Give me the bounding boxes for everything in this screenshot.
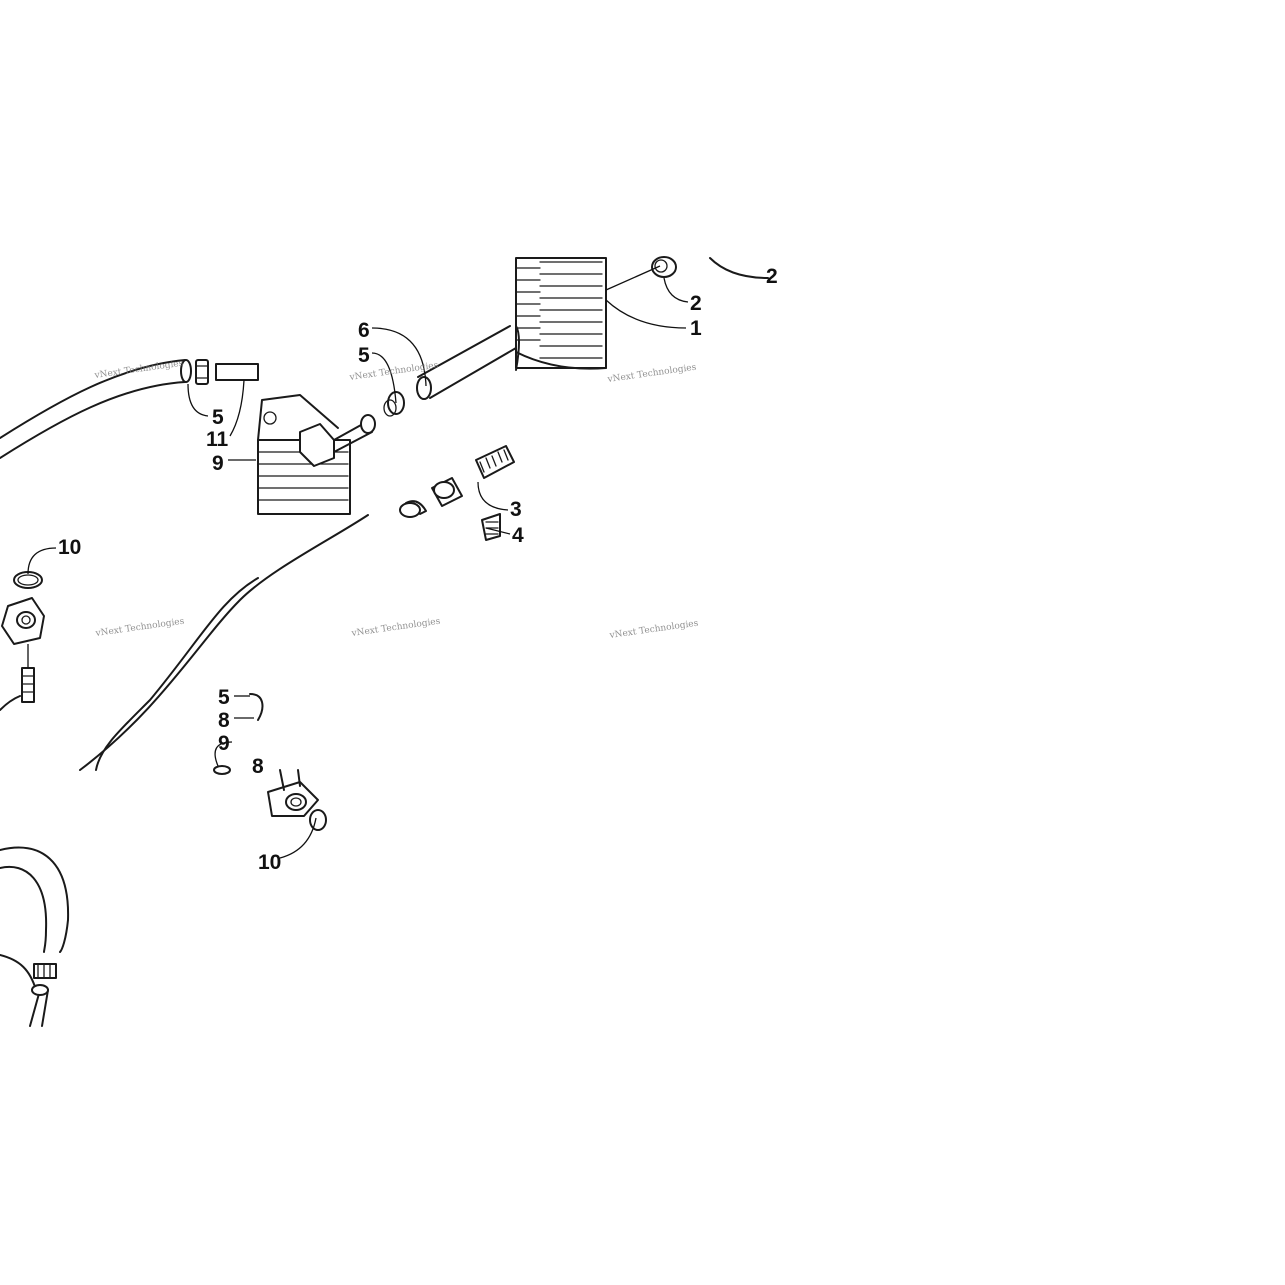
callout-10-lower: 10	[258, 851, 281, 874]
fittings-group	[399, 445, 515, 541]
oil-cooler-upper	[515, 257, 607, 370]
hose-clamp-center	[383, 391, 405, 417]
watermark-4: vNext Technologies	[94, 617, 185, 640]
callout-4: 4	[512, 524, 524, 547]
callout-1: 1	[690, 317, 702, 340]
callout-labels: 2 2 1 6 5 5 11 9 3 4 10 5 8 9 8 10	[58, 265, 778, 874]
callout-2-edge: 2	[766, 265, 778, 288]
flange-lower	[213, 693, 327, 831]
callout-8-lower: 8	[252, 755, 264, 778]
hose-bottom-left	[0, 846, 70, 1027]
callout-9-upper: 9	[212, 452, 224, 475]
callout-9-lower: 9	[218, 732, 230, 755]
watermark-5: vNext Technologies	[350, 617, 441, 640]
hose-upper	[416, 325, 520, 400]
watermark-6: vNext Technologies	[608, 619, 699, 642]
callout-5-lower: 5	[218, 686, 230, 709]
leader-lines	[27, 265, 689, 859]
callout-5-left: 5	[212, 406, 224, 429]
watermark-3: vNext Technologies	[606, 363, 697, 386]
callout-10-left: 10	[58, 536, 81, 559]
grommet-upper	[651, 256, 769, 279]
callout-6: 6	[358, 319, 370, 342]
hose-lower-long	[79, 514, 369, 771]
watermark-1: vNext Technologies	[93, 359, 184, 382]
oil-cooler-middle	[257, 394, 376, 515]
callout-2: 2	[690, 292, 702, 315]
flange-left	[0, 571, 45, 711]
hose-upper-left	[0, 359, 259, 459]
callout-11: 11	[206, 428, 229, 451]
callout-3: 3	[510, 498, 522, 521]
callout-8: 8	[218, 709, 230, 732]
callout-5-center: 5	[358, 344, 370, 367]
